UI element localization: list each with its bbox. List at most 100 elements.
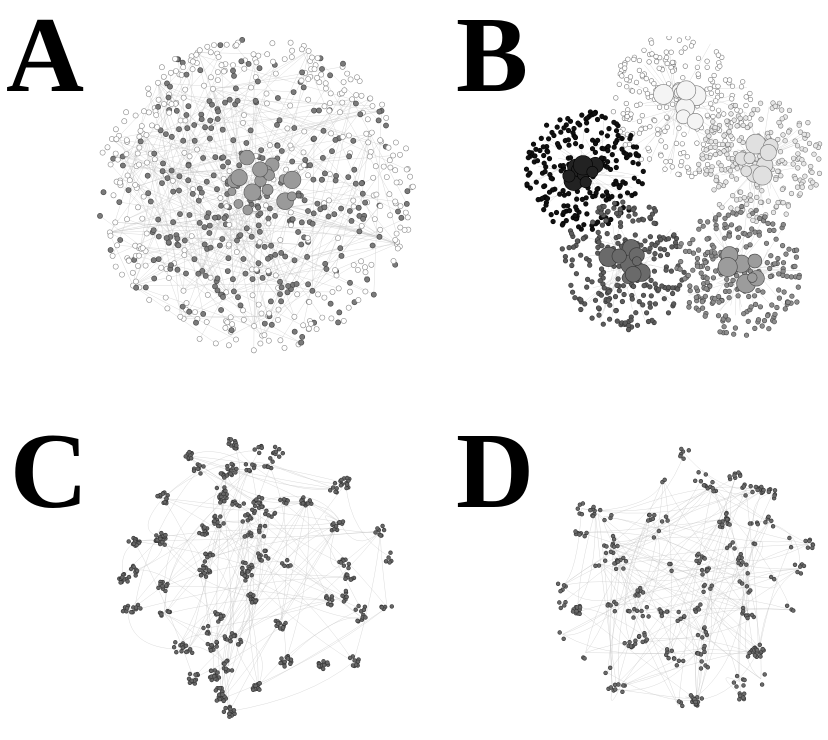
network-node bbox=[704, 286, 709, 291]
network-node bbox=[712, 188, 717, 193]
network-node bbox=[694, 286, 699, 291]
network-node bbox=[817, 171, 822, 176]
network-node bbox=[691, 251, 696, 256]
network-node bbox=[751, 218, 756, 223]
network-node bbox=[797, 123, 802, 128]
hub-node bbox=[240, 150, 255, 165]
network-node bbox=[687, 305, 692, 310]
network-node bbox=[665, 125, 670, 130]
network-node bbox=[151, 258, 156, 263]
network-node bbox=[227, 97, 232, 102]
network-node bbox=[681, 659, 685, 663]
network-node bbox=[779, 108, 784, 113]
network-node bbox=[320, 315, 325, 320]
network-node bbox=[647, 157, 652, 162]
network-node bbox=[540, 196, 545, 201]
network-node bbox=[699, 603, 703, 607]
network-node bbox=[243, 535, 247, 539]
network-node bbox=[578, 612, 582, 616]
network-node bbox=[305, 208, 310, 213]
network-node bbox=[541, 207, 546, 212]
network-node bbox=[240, 120, 245, 125]
network-node bbox=[288, 40, 293, 45]
network-node bbox=[182, 238, 187, 243]
network-node bbox=[169, 102, 174, 107]
network-node bbox=[197, 220, 202, 225]
network-node bbox=[718, 64, 723, 69]
network-node bbox=[556, 582, 560, 586]
network-node bbox=[389, 551, 393, 555]
network-node bbox=[152, 151, 157, 156]
network-node bbox=[741, 560, 745, 564]
network-node bbox=[561, 188, 566, 193]
network-node bbox=[567, 143, 572, 148]
network-edge bbox=[575, 511, 595, 607]
network-node bbox=[315, 201, 320, 206]
network-node bbox=[277, 292, 282, 297]
network-node bbox=[548, 172, 553, 177]
network-node bbox=[562, 604, 566, 608]
network-node bbox=[698, 219, 703, 224]
network-node bbox=[213, 519, 217, 523]
network-node bbox=[203, 560, 207, 564]
network-edge bbox=[595, 511, 677, 660]
network-node bbox=[604, 190, 609, 195]
network-node bbox=[613, 609, 617, 613]
network-node bbox=[748, 97, 753, 102]
network-node bbox=[278, 237, 283, 242]
network-node bbox=[579, 307, 584, 312]
network-node bbox=[704, 473, 708, 477]
network-node bbox=[382, 528, 386, 532]
network-node bbox=[662, 247, 667, 252]
network-edge bbox=[354, 531, 381, 662]
network-node bbox=[265, 52, 270, 57]
network-node bbox=[800, 157, 805, 162]
network-node bbox=[357, 604, 361, 608]
network-node bbox=[795, 300, 800, 305]
network-node bbox=[388, 165, 393, 170]
network-node bbox=[651, 517, 655, 521]
network-node bbox=[701, 224, 706, 229]
network-node bbox=[750, 112, 755, 117]
network-node bbox=[808, 164, 813, 169]
network-node bbox=[164, 235, 169, 240]
network-node bbox=[590, 316, 595, 321]
network-node bbox=[192, 138, 197, 143]
network-node bbox=[770, 303, 775, 308]
network-node bbox=[625, 191, 630, 196]
network-node bbox=[552, 133, 557, 138]
network-node bbox=[341, 80, 346, 85]
network-node bbox=[585, 212, 590, 217]
network-node bbox=[332, 212, 337, 217]
network-node bbox=[635, 323, 640, 328]
network-node bbox=[640, 113, 645, 118]
network-node bbox=[267, 513, 271, 517]
network-node bbox=[340, 100, 345, 105]
network-node bbox=[328, 488, 332, 492]
network-node bbox=[250, 563, 254, 567]
network-node bbox=[766, 221, 771, 226]
network-edge bbox=[133, 286, 301, 343]
network-node bbox=[140, 246, 145, 251]
network-node bbox=[809, 185, 814, 190]
network-node bbox=[592, 505, 596, 509]
network-node bbox=[374, 531, 378, 535]
network-node bbox=[220, 164, 225, 169]
network-node bbox=[713, 296, 718, 301]
network-node bbox=[354, 92, 359, 97]
network-node bbox=[793, 139, 798, 144]
network-node bbox=[694, 700, 698, 704]
network-node bbox=[222, 522, 226, 526]
network-node bbox=[171, 220, 176, 225]
network-node bbox=[705, 113, 710, 118]
network-node bbox=[727, 234, 732, 239]
network-node bbox=[691, 237, 696, 242]
network-node bbox=[330, 289, 335, 294]
network-node bbox=[165, 176, 170, 181]
network-node bbox=[544, 123, 549, 128]
network-node bbox=[260, 559, 264, 563]
network-node bbox=[608, 666, 612, 670]
network-node bbox=[125, 173, 130, 178]
network-node bbox=[670, 245, 675, 250]
panel-label-c: C bbox=[10, 418, 88, 526]
